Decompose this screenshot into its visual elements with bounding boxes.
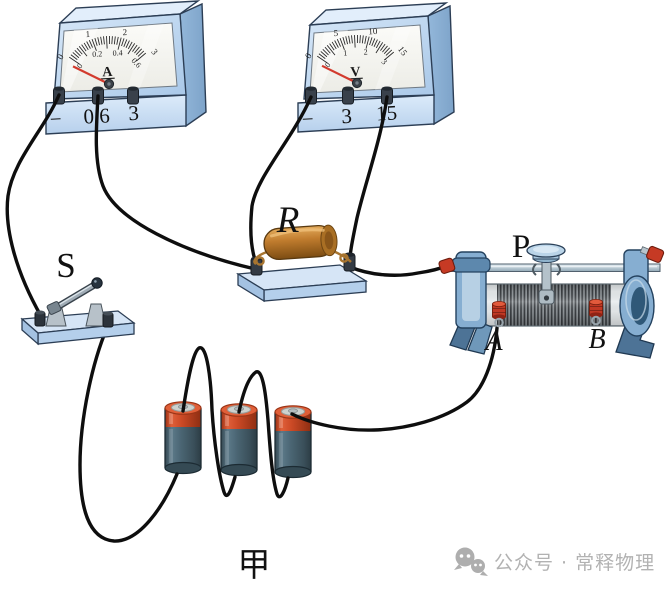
ammeter-scale-label: 2	[122, 27, 127, 37]
voltmeter-tick-arc	[316, 35, 395, 64]
voltmeter: 0 1 2 3 0 5 10 15 V − 3 15	[297, 2, 455, 133]
watermark-text: 公众号 · 常释物理	[494, 552, 655, 574]
resistor-label: R	[276, 200, 300, 241]
ammeter-tick-arc	[68, 36, 147, 65]
voltmeter-terminal-post	[342, 86, 354, 105]
battery-cell	[274, 405, 312, 479]
switch-lever	[46, 277, 103, 315]
ammeter-scale-label: 0	[55, 52, 66, 62]
rheostat-rail-screw	[639, 245, 665, 263]
rheostat-terminal-a-post	[492, 300, 506, 328]
figure-caption: 甲	[238, 545, 271, 584]
switch-terminal	[102, 311, 114, 328]
voltmeter-dial-letter: V	[350, 65, 361, 81]
battery-cell	[220, 403, 258, 477]
ammeter-scale-label: 3	[149, 47, 160, 57]
rheostat-terminal-b-label: B	[588, 324, 605, 355]
watermark: 公众号 · 常释物理	[454, 547, 655, 576]
ammeter-needle	[72, 65, 110, 85]
voltmeter-scale-label: 3	[380, 57, 389, 66]
voltmeter-terminal-label: 15	[376, 100, 398, 125]
wire	[94, 94, 257, 271]
switch-base-left	[21, 317, 39, 346]
wire	[290, 326, 499, 432]
ammeter-terminal-label: −	[49, 107, 62, 132]
voltmeter-scale-label: 1	[343, 48, 347, 57]
dial-sheen	[375, 26, 412, 90]
voltmeter-scale-label: 0	[323, 61, 333, 70]
ammeter-scale-label: 0.2	[92, 49, 102, 59]
rheostat-slider	[526, 243, 566, 305]
dial-sheen	[127, 24, 164, 89]
rheostat-rail-screw	[438, 257, 456, 274]
voltmeter-scale-label: 0	[303, 51, 314, 61]
wire	[5, 93, 61, 318]
ammeter-scale-label: 1	[85, 29, 90, 39]
ammeter-terminal-label: 3	[128, 101, 140, 126]
wechat-chat-bubbles-icon	[454, 547, 488, 576]
wire	[237, 370, 290, 499]
rheostat-left-bracket	[449, 251, 493, 355]
resistor: R	[235, 200, 369, 303]
switch: S	[20, 246, 136, 346]
rheostat-right-bracket	[615, 275, 655, 359]
ammeter-terminal-post	[127, 86, 139, 105]
voltmeter-scale-label: 2	[363, 47, 367, 56]
rheostat-terminal-b-post	[589, 298, 603, 326]
switch-lever-knob	[91, 277, 103, 289]
voltmeter-terminal-band	[297, 94, 435, 133]
ammeter: 0 0.2 0.4 0.6 0 1 2 3 A − 0.6	[45, 0, 207, 135]
ammeter-dial-letter: A	[102, 65, 114, 81]
rheostat: P A B	[438, 229, 665, 359]
ammeter-scale-label: 0.4	[112, 48, 122, 58]
wire	[78, 319, 179, 543]
voltmeter-terminal-label: 3	[341, 104, 353, 129]
resistor-lead	[253, 248, 352, 266]
rheostat-slider-label: P	[512, 229, 530, 265]
dial-sheen	[312, 30, 348, 91]
wire	[249, 95, 313, 269]
voltmeter-scale-label: 5	[333, 28, 339, 38]
ammeter-terminal-band	[45, 94, 187, 135]
rheostat-terminal-a-label: A	[483, 326, 503, 357]
voltmeter-scale-label: 10	[368, 26, 378, 36]
battery-button	[287, 408, 298, 414]
wires	[5, 93, 499, 543]
switch-label: S	[56, 246, 75, 285]
resistor-body	[263, 224, 338, 261]
switch-contact-post	[85, 303, 107, 327]
voltmeter-needle	[321, 64, 358, 84]
ammeter-scale-label: 0	[75, 62, 85, 71]
switch-terminal	[34, 310, 46, 327]
dial-letter-underline	[100, 77, 115, 80]
needle-pivot-center	[107, 82, 111, 86]
needle-pivot-center	[355, 81, 359, 85]
dial-sheen	[62, 28, 98, 90]
wire	[181, 346, 237, 498]
wire	[348, 263, 451, 277]
resistor-base-left	[237, 272, 265, 303]
